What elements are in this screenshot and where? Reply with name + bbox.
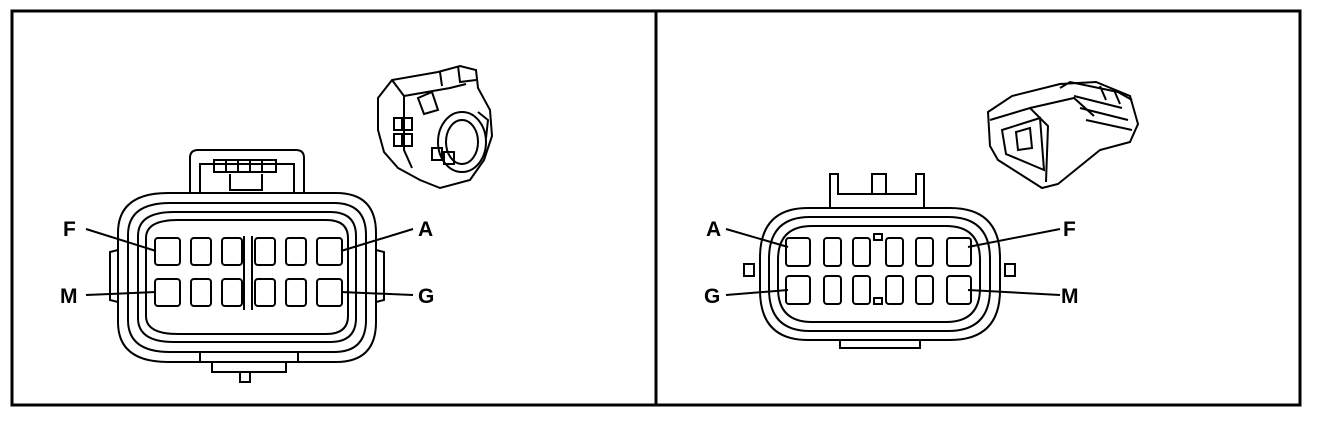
cavity-l: [190, 278, 212, 307]
pin-l: [915, 275, 934, 305]
leader-m-male: [967, 289, 1061, 296]
leader-f-male: [967, 228, 1061, 248]
leader-f: [85, 228, 157, 252]
male-housing-outer: [759, 207, 1001, 341]
male-pin-row-top: [785, 237, 972, 267]
pin-label-top-right: A: [418, 218, 433, 241]
male-key-bottom: [873, 297, 883, 305]
male-housing-inner: [777, 225, 981, 323]
cavity-d: [221, 237, 243, 266]
male-connector-3d-view: [986, 80, 1140, 190]
female-housing-outer: [117, 192, 377, 363]
cavity-h: [285, 278, 307, 307]
pin-e: [915, 237, 934, 267]
leader-g: [340, 291, 414, 296]
male-side-bump-right: [1004, 263, 1016, 277]
pin-d: [885, 237, 904, 267]
female-connector-3d-view: [377, 64, 494, 190]
male-side-bump-left: [743, 263, 755, 277]
pin-k: [885, 275, 904, 305]
cavity-e: [190, 237, 212, 266]
cavity-k: [221, 278, 243, 307]
cavity-b: [285, 237, 307, 266]
male-key-top: [873, 233, 883, 241]
pin-label-bottom-left: M: [60, 285, 78, 308]
pin-b: [823, 237, 842, 267]
pin-label-top-left: F: [63, 218, 76, 241]
male-pin-row-bottom: [785, 275, 972, 305]
pin-label-bottom-left: G: [704, 285, 720, 308]
female-housing-inner: [137, 211, 357, 343]
cavity-j: [254, 278, 276, 307]
pin-a: [785, 237, 811, 267]
female-latch: [189, 149, 305, 193]
leader-m: [85, 291, 157, 296]
male-bottom-tab: [839, 340, 921, 349]
leader-a-male: [725, 228, 789, 248]
pin-label-top-right: F: [1063, 218, 1076, 241]
female-key-slot: [243, 236, 253, 310]
pin-j: [852, 275, 871, 305]
pin-label-bottom-right: M: [1061, 285, 1079, 308]
cavity-c: [254, 237, 276, 266]
leader-g-male: [725, 289, 789, 296]
female-bottom-tab: [199, 351, 299, 383]
pin-f: [946, 237, 972, 267]
female-housing-mid: [127, 202, 367, 353]
pin-label-top-left: A: [706, 218, 721, 241]
pin-h: [823, 275, 842, 305]
leader-a: [340, 228, 414, 252]
pin-c: [852, 237, 871, 267]
pin-label-bottom-right: G: [418, 285, 434, 308]
female-connector-panel: [85, 64, 494, 383]
male-connector-panel: [725, 80, 1140, 349]
male-top-keys: [829, 173, 925, 208]
